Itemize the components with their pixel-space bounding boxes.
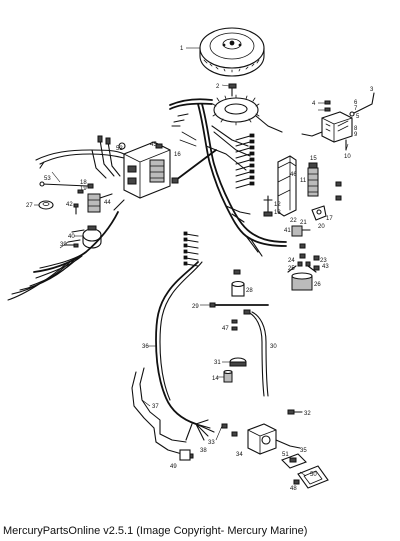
left-wires[interactable]: [35, 135, 125, 179]
callout-49: 49: [170, 464, 177, 470]
screws-31-47[interactable]: [231, 319, 238, 331]
parts-diagram: 1 2 3 4 5 6 7 8 9 10 11 12 13 14 15 16 1…: [7, 27, 375, 492]
callout-18: 18: [80, 180, 87, 186]
callout-41: 41: [284, 228, 291, 234]
callout-31: 31: [214, 360, 221, 366]
callout-4: 4: [312, 101, 316, 107]
callout-5: 5: [356, 114, 360, 120]
clip-31[interactable]: [229, 357, 247, 367]
callout-1: 1: [180, 46, 184, 52]
ignition-switch[interactable]: [247, 423, 301, 455]
callout-17: 17: [326, 216, 333, 222]
callout-20: 20: [318, 224, 325, 230]
cable-30[interactable]: [243, 309, 269, 397]
callout-numbers: 1 2 3 4 5 6 7 8 9 10 11 12 13 14 15 16 1…: [26, 46, 374, 492]
callout-46: 46: [290, 172, 297, 178]
rectifier[interactable]: [87, 193, 113, 213]
cap-28[interactable]: [231, 269, 245, 297]
starter-solenoid[interactable]: [287, 261, 317, 291]
control-harness[interactable]: [155, 261, 215, 441]
callout-24: 24: [288, 258, 295, 264]
callout-51: 51: [282, 452, 289, 458]
coil-15[interactable]: [307, 162, 319, 197]
callout-44: 44: [104, 200, 111, 206]
callout-23: 23: [320, 258, 327, 264]
callout-7: 7: [354, 106, 358, 112]
callout-13: 13: [274, 210, 281, 216]
screw-32[interactable]: [287, 409, 303, 415]
callout-10: 10: [344, 154, 351, 160]
callout-40: 40: [68, 234, 75, 240]
spark-plug-lead[interactable]: [171, 149, 217, 184]
callout-15: 15: [310, 156, 317, 162]
callout-32: 32: [304, 411, 311, 417]
wire-39[interactable]: [71, 229, 85, 233]
connector-41[interactable]: [291, 225, 311, 237]
callout-16: 16: [174, 152, 181, 158]
switch-terminals[interactable]: [221, 423, 238, 437]
callout-35: 35: [300, 448, 307, 454]
hardware-23[interactable]: [313, 255, 320, 271]
rod-29[interactable]: [209, 302, 269, 308]
callout-11: 11: [300, 178, 307, 184]
nut-48[interactable]: [293, 479, 300, 485]
callout-39: 39: [60, 242, 67, 248]
callout-29: 29: [192, 304, 199, 310]
callout-53: 53: [44, 176, 51, 182]
callout-27: 27: [26, 203, 33, 209]
callout-3: 3: [370, 87, 374, 93]
callout-21: 21: [300, 220, 307, 226]
bezel-50[interactable]: [297, 465, 329, 489]
callout-14: 14: [212, 376, 219, 382]
terminal-block-center[interactable]: [183, 231, 199, 267]
callout-38: 38: [200, 448, 207, 454]
leader-lines: [34, 47, 349, 477]
plate-51[interactable]: [281, 453, 307, 469]
relay-40[interactable]: [82, 225, 102, 249]
stator[interactable]: [212, 94, 283, 133]
callout-37: 37: [152, 404, 159, 410]
bracket-22[interactable]: [263, 195, 273, 217]
harness-terminals[interactable]: [179, 131, 255, 189]
callout-9: 9: [354, 132, 358, 138]
callout-8: 8: [354, 126, 358, 132]
callout-48: 48: [290, 486, 297, 492]
callout-25: 25: [288, 266, 295, 272]
switch-box[interactable]: [301, 111, 353, 151]
switch-box-left[interactable]: [118, 141, 171, 199]
hardware-right-mid[interactable]: [299, 181, 342, 259]
callout-6: 6: [354, 100, 358, 106]
coil-bracket[interactable]: [277, 155, 297, 217]
callout-26: 26: [314, 282, 321, 288]
screw-38[interactable]: [65, 243, 79, 248]
callout-42: 42: [66, 202, 73, 208]
flywheel-nut[interactable]: [228, 83, 237, 97]
screw-29-a[interactable]: [67, 239, 81, 243]
cap-49[interactable]: [179, 449, 191, 461]
callout-30: 30: [270, 344, 277, 350]
callout-34: 34: [236, 452, 243, 458]
lower-leads[interactable]: [131, 367, 194, 459]
callout-45: 45: [150, 142, 157, 148]
callout-28: 28: [246, 288, 253, 294]
callout-2: 2: [216, 84, 220, 90]
callout-22: 22: [290, 218, 297, 224]
callout-50: 50: [310, 472, 317, 478]
callout-19: 19: [80, 186, 87, 192]
callout-12: 12: [274, 202, 281, 208]
callout-52: 52: [116, 146, 123, 152]
ground-lead[interactable]: [39, 181, 94, 189]
clip-17[interactable]: [311, 205, 327, 221]
copyright-caption: MercuryPartsOnline v2.5.1 (Image Copyrig…: [3, 525, 308, 537]
callout-33: 33: [208, 440, 215, 446]
callout-43: 43: [322, 264, 329, 270]
battery-cables[interactable]: [7, 199, 125, 301]
flywheel[interactable]: [199, 27, 265, 77]
callout-47: 47: [222, 326, 229, 332]
callout-36: 36: [142, 344, 149, 350]
fitting-14[interactable]: [223, 369, 233, 383]
ground-wire[interactable]: [349, 92, 375, 117]
screws-left[interactable]: [73, 189, 84, 215]
washer-27[interactable]: [38, 200, 54, 210]
